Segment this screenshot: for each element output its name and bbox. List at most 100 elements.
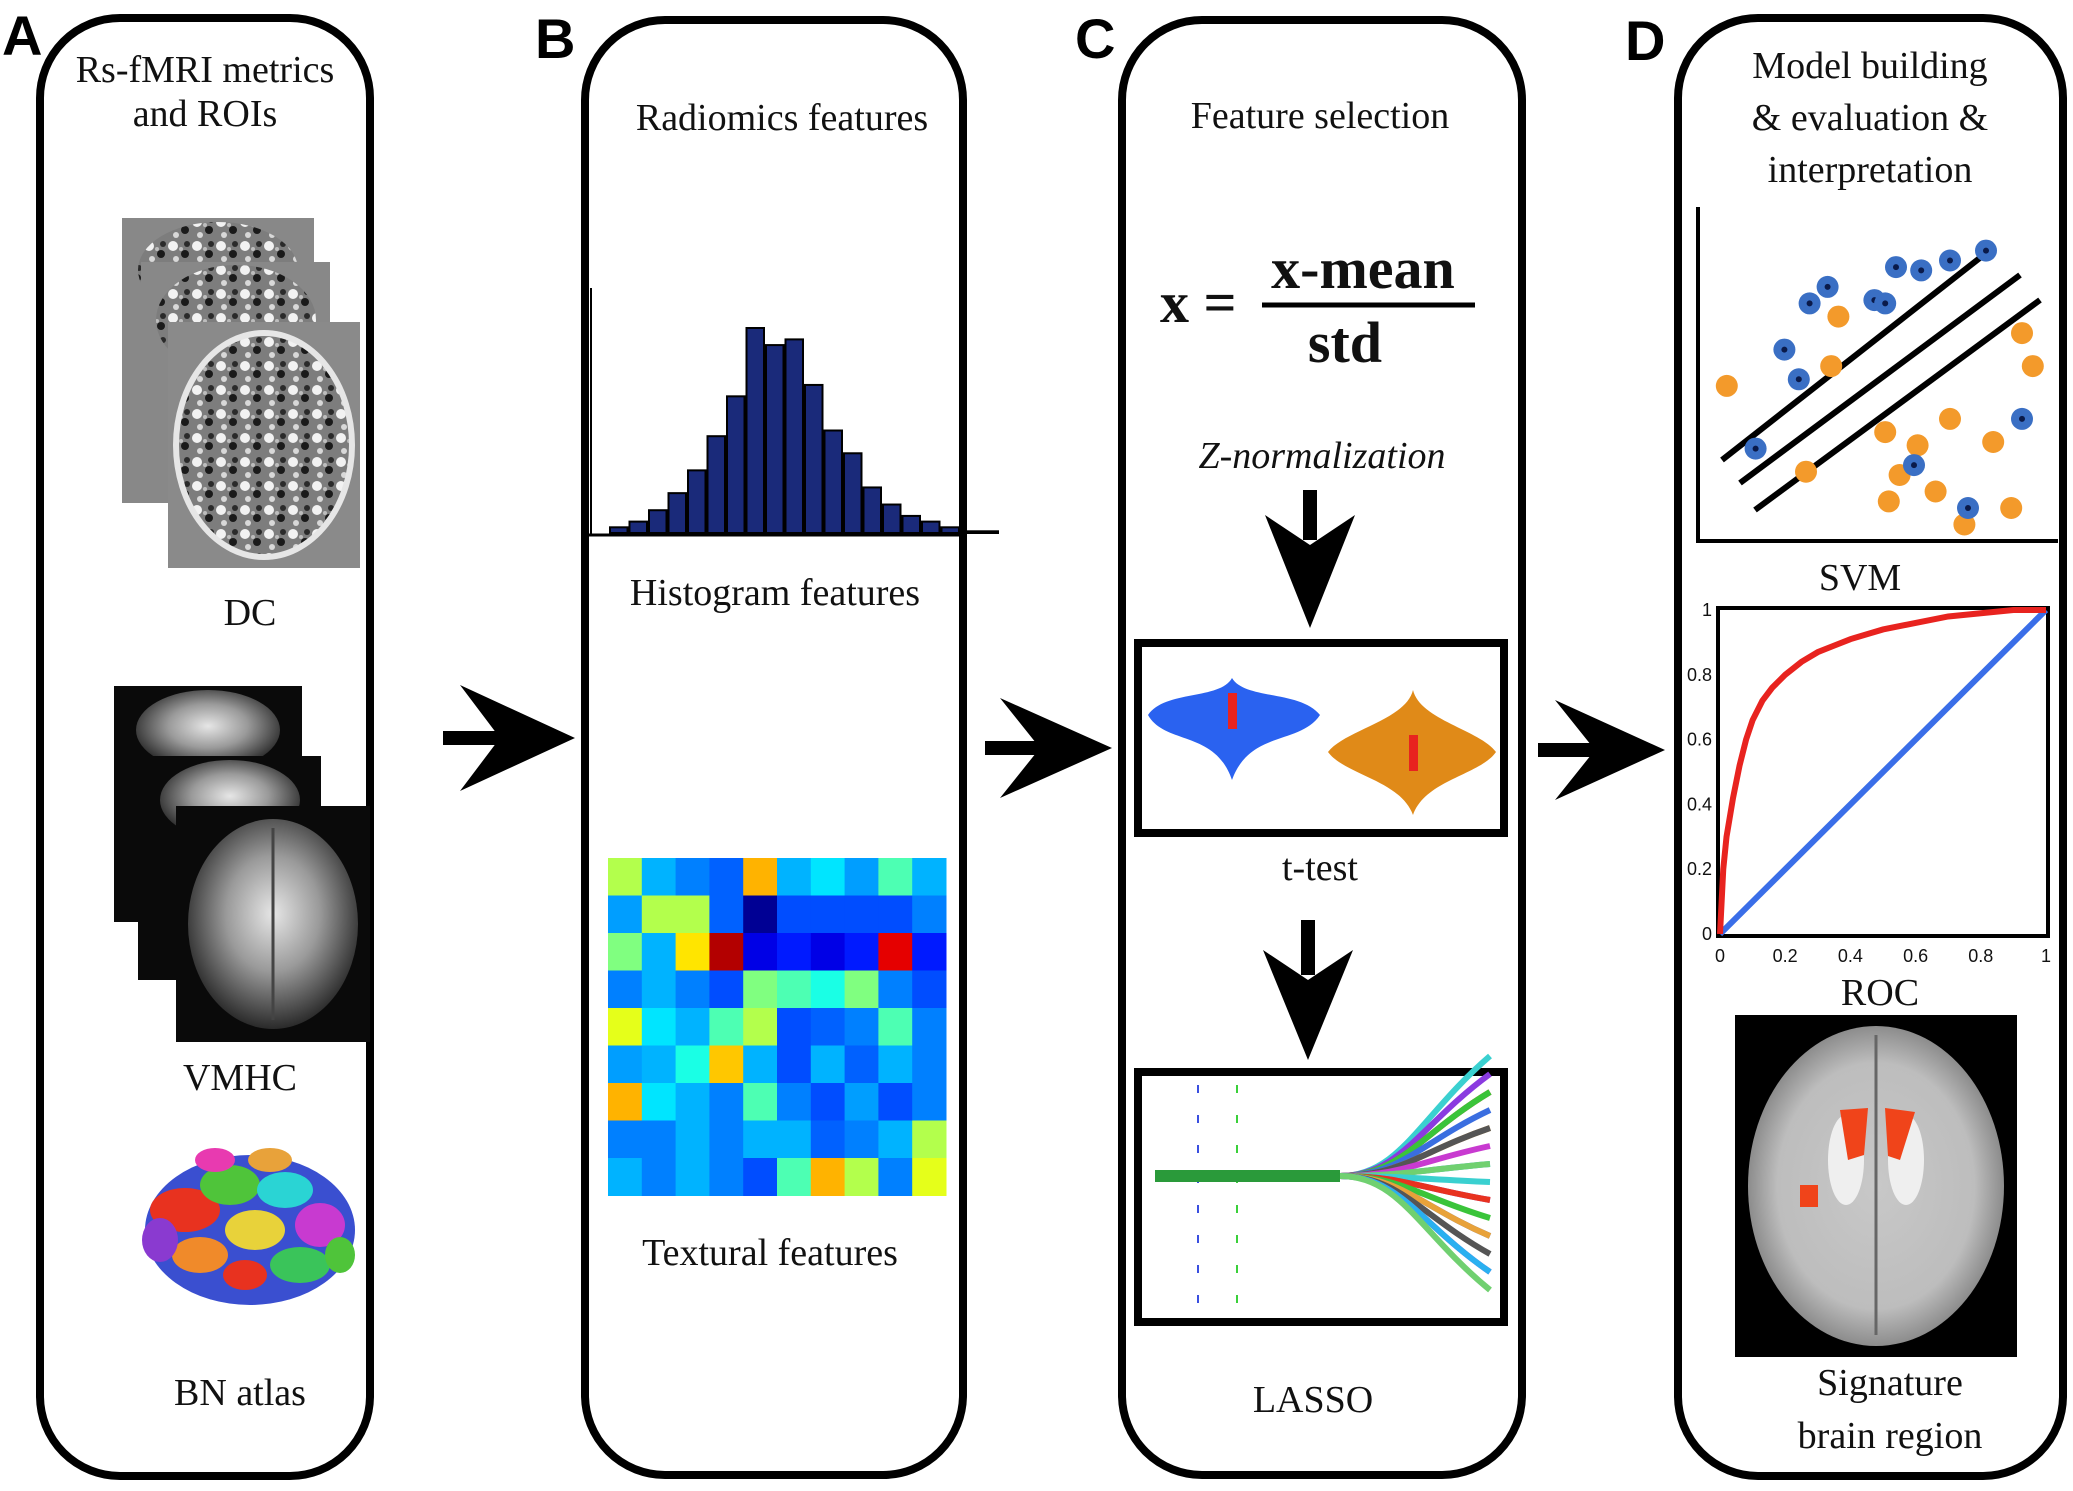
heatmap-cell xyxy=(844,933,879,971)
atlas-parcel xyxy=(200,1165,260,1205)
heatmap-cell xyxy=(608,1008,643,1046)
svm-point-class1-center xyxy=(1806,300,1813,307)
heatmap-cell xyxy=(743,858,778,896)
heatmap-cell xyxy=(743,1158,778,1196)
vmhc-label: VMHC xyxy=(183,1057,297,1099)
heatmap-cell xyxy=(709,858,744,896)
histogram-bar xyxy=(667,492,687,534)
roc-x-tick: 0.6 xyxy=(1903,946,1928,966)
heatmap-cell xyxy=(878,1083,913,1121)
histogram-bar xyxy=(862,486,882,535)
arrow-a-to-b xyxy=(443,685,575,791)
histogram-bar xyxy=(921,520,941,534)
heatmap-cell xyxy=(709,895,744,934)
heatmap-cell xyxy=(844,1008,879,1046)
roc-y-tick: 0.2 xyxy=(1687,859,1712,879)
heatmap-cell xyxy=(743,933,778,971)
histogram-bar xyxy=(960,530,980,535)
heatmap-cell xyxy=(810,895,846,934)
svm-point-class1-center xyxy=(1893,264,1899,271)
heatmap-cell xyxy=(709,1158,744,1196)
heatmap-cell xyxy=(912,1008,947,1046)
histogram-bar xyxy=(882,503,902,534)
panel-c-title: Feature selection xyxy=(1191,95,1450,137)
histogram-bar xyxy=(784,338,804,534)
heatmap-cell xyxy=(675,970,710,1009)
histogram-label: Histogram features xyxy=(630,572,920,614)
heatmap-cell xyxy=(608,1045,643,1084)
heatmap-cell xyxy=(844,1083,879,1121)
svm-hyperplane xyxy=(1738,272,2022,486)
ttest-box xyxy=(1134,639,1508,837)
violin-group1-mean xyxy=(1228,693,1237,729)
panel-c-letter: C xyxy=(1075,7,1115,70)
panel-c-frame xyxy=(1118,16,1526,1479)
vmhc-brain-stack xyxy=(114,686,370,1042)
lasso-path-bundle xyxy=(1155,1170,1340,1182)
heatmap-cell xyxy=(878,1045,913,1084)
roc-x-tick: 0.8 xyxy=(1968,946,1993,966)
lasso-path xyxy=(1155,1173,1492,1293)
heatmap-cell xyxy=(810,1083,846,1121)
heatmap-cell xyxy=(608,933,643,971)
dc-brain-stack xyxy=(122,218,360,568)
histogram-bar xyxy=(706,435,726,535)
lasso-coef-paths xyxy=(1155,1053,1492,1293)
svm-point-class1-center xyxy=(1795,376,1802,383)
heatmap-cell xyxy=(810,858,846,896)
roc-x-tick: 0.4 xyxy=(1838,946,1863,966)
panel-b-title: Radiomics features xyxy=(636,97,928,139)
heatmap-cell xyxy=(878,858,913,896)
heatmap-cell xyxy=(743,1008,778,1046)
roc-curve xyxy=(1717,607,2046,935)
heatmap-cell xyxy=(709,933,744,971)
heatmap-cell xyxy=(641,1045,677,1084)
histogram-bar xyxy=(687,469,707,535)
heatmap-cell xyxy=(844,858,879,896)
heatmap-cell xyxy=(844,1045,879,1084)
svm-point-class2 xyxy=(1820,355,1843,378)
svm-point-class2 xyxy=(1953,513,1976,536)
heatmap-cell xyxy=(675,895,710,934)
roc-x-tick: 0.2 xyxy=(1773,946,1798,966)
signature-region-right xyxy=(1885,1108,1915,1160)
heatmap-cell xyxy=(777,895,812,934)
roc-y-tick: 0.6 xyxy=(1687,730,1712,750)
heatmap-cell xyxy=(608,1120,643,1159)
atlas-parcel xyxy=(225,1210,285,1250)
heatmap-cell xyxy=(675,1120,710,1159)
roc-label: ROC xyxy=(1841,972,1919,1014)
atlas-parcel xyxy=(172,1237,228,1273)
svm-point-class1-center xyxy=(1882,300,1889,307)
heatmap-cell xyxy=(641,970,677,1009)
znorm-label: Z-normalization xyxy=(1198,435,1445,477)
formula-denominator: std xyxy=(1308,310,1382,375)
roc-y-tick: 1 xyxy=(1702,600,1712,620)
lasso-label: LASSO xyxy=(1253,1379,1373,1421)
svm-point-class1-center xyxy=(1752,445,1759,452)
arrow-down-2 xyxy=(1263,920,1353,1060)
heatmap-cell xyxy=(777,1008,812,1046)
histogram-bar xyxy=(745,327,765,534)
roc-y-tick: 0 xyxy=(1702,924,1712,944)
heatmap-cell xyxy=(912,895,947,934)
atlas-parcel xyxy=(195,1148,235,1172)
heatmap-cell xyxy=(641,933,677,971)
atlas-parcel xyxy=(270,1247,330,1283)
heatmap-cell xyxy=(608,858,643,896)
atlas-parcel xyxy=(142,1218,178,1262)
panel-a: A Rs-fMRI metrics and ROIs DC VMHC xyxy=(2,4,374,1480)
heatmap-cell xyxy=(641,895,677,934)
heatmap-cell xyxy=(777,1158,812,1196)
svm-point-class2 xyxy=(2000,497,2023,519)
histogram-bar xyxy=(823,429,843,534)
histogram-chart xyxy=(585,288,999,537)
arrow-c-to-d xyxy=(1538,700,1665,800)
heatmap-cell xyxy=(608,895,643,934)
svm-points xyxy=(1715,239,2044,536)
heatmap-cell xyxy=(641,858,677,896)
heatmap-cell xyxy=(675,1008,710,1046)
svm-point-class2 xyxy=(1877,490,1900,513)
panel-d-letter: D xyxy=(1625,9,1665,72)
